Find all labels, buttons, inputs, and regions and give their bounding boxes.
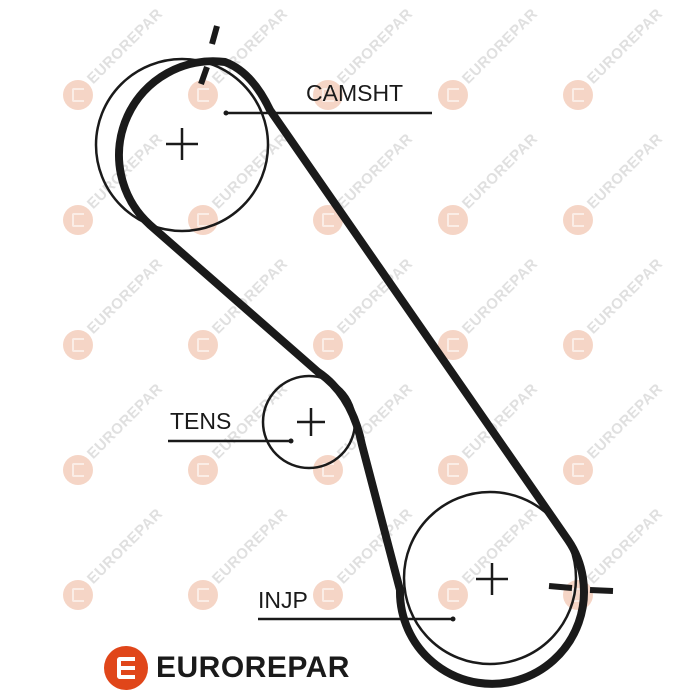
- watermark-logo-icon: [313, 330, 343, 360]
- watermark-logo-icon: [63, 80, 93, 110]
- tensioner-label: TENS: [170, 408, 232, 434]
- watermark-logo-icon: [188, 330, 218, 360]
- camshaft-pulley: [94, 57, 270, 233]
- watermark-logo-icon: [438, 80, 468, 110]
- brand-logo: EUROREPAR: [104, 646, 350, 690]
- tensioner-center-mark: [297, 408, 325, 436]
- camshaft-label: CAMSHT: [306, 80, 404, 106]
- watermark-logo-icon: [438, 455, 468, 485]
- watermark-logo-icon: [188, 455, 218, 485]
- camshaft-leader-line: [223, 110, 432, 116]
- watermark-logo-icon: [313, 80, 343, 110]
- camshaft-center-mark: [166, 128, 198, 160]
- timing-belt: [114, 57, 588, 688]
- watermark-logo-icon: [63, 455, 93, 485]
- injection-pump-leader-line: [258, 616, 456, 622]
- eurorepar-e-icon: [104, 646, 148, 690]
- watermark-logo-icon: [563, 205, 593, 235]
- watermark-logo-icon: [313, 580, 343, 610]
- injection-pump-label: INJP: [258, 587, 308, 613]
- watermark-logo-icon: [438, 205, 468, 235]
- watermark-logo-icon: [563, 80, 593, 110]
- injection-pump-pulley: [402, 490, 578, 666]
- brand-name: EUROREPAR: [156, 651, 350, 684]
- watermark-logo-icon: [563, 455, 593, 485]
- injection-pump-timing-mark: [548, 583, 614, 594]
- watermark-logo-icon: [188, 580, 218, 610]
- watermark-logo-icon: [438, 580, 468, 610]
- watermark-logo-icon: [63, 580, 93, 610]
- tensioner-leader-line: [168, 438, 294, 444]
- watermark-logo-icon: [63, 330, 93, 360]
- watermark-logo-icon: [63, 205, 93, 235]
- camshaft-timing-mark: [198, 25, 220, 85]
- watermark-logo-icon: [188, 80, 218, 110]
- injection-pump-center-mark: [476, 563, 508, 595]
- watermark-logo-icon: [563, 330, 593, 360]
